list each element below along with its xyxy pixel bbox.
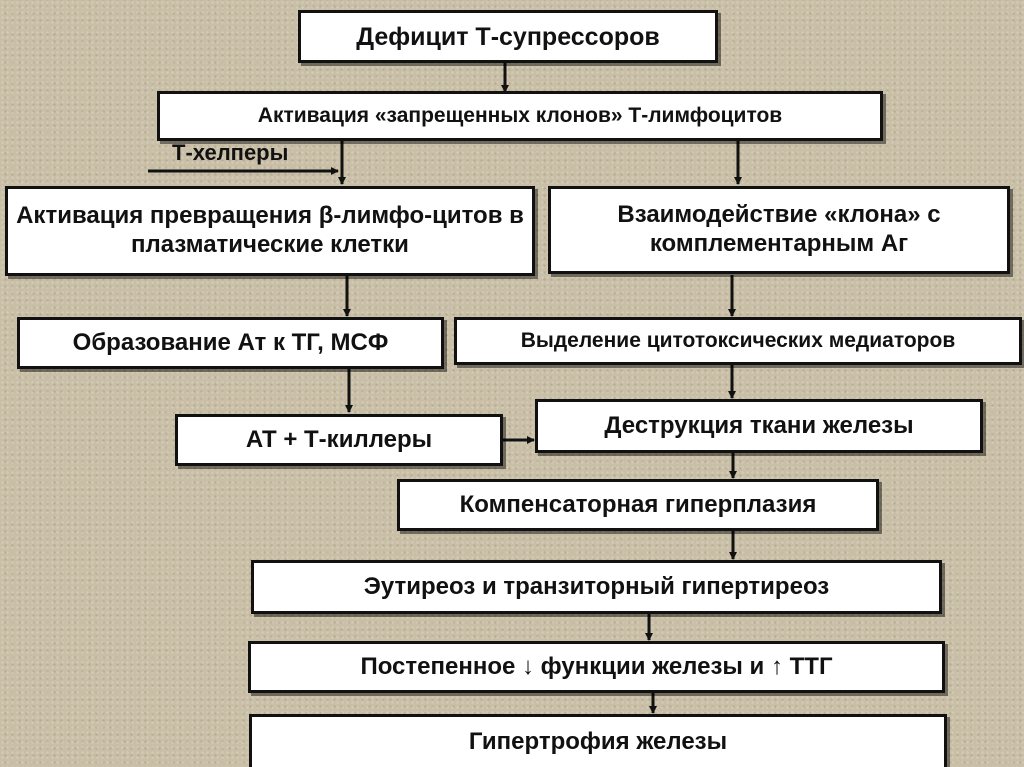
- label-t-helpers: Т-хелперы: [172, 140, 289, 165]
- node-gradual-function-decline: Постепенное ↓ функции железы и ↑ ТТГ: [248, 641, 945, 693]
- node-tissue-destruction: Деструкция ткани железы: [535, 399, 983, 453]
- node-compensatory-hyperplasia: Компенсаторная гиперплазия: [397, 479, 879, 531]
- node-b-to-plasma-activation: Активация превращения β-лимфо-цитов в пл…: [5, 186, 535, 276]
- node-forbidden-clones-activation: Активация «запрещенных клонов» Т-лимфоци…: [157, 91, 883, 141]
- node-euthyroid-transient-hyperthyroid: Эутиреоз и транзиторный гипертиреоз: [251, 560, 942, 614]
- node-t-suppressor-deficit: Дефицит Т-супрессоров: [298, 10, 718, 63]
- node-at-t-killers: АТ + Т-киллеры: [175, 414, 503, 466]
- node-clone-interaction: Взаимодействие «клона» с комплементарным…: [548, 186, 1010, 274]
- node-antibody-formation: Образование Ат к ТГ, МСФ: [17, 317, 444, 369]
- node-cytotoxic-mediators: Выделение цитотоксических медиаторов: [454, 317, 1022, 365]
- node-gland-hypertrophy: Гипертрофия железы: [249, 714, 947, 767]
